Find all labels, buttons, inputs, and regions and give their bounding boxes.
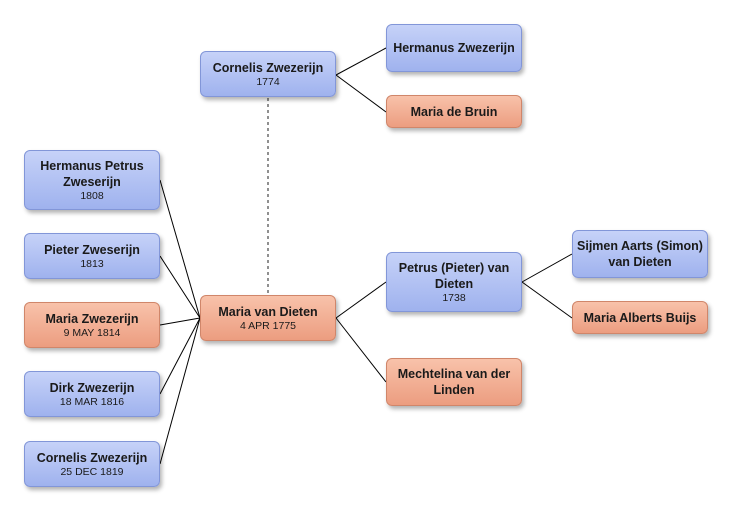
connector-maria-mechtelina — [335, 317, 387, 383]
person-mechtelina-van-der-linden[interactable]: Mechtelina van der Linden — [386, 358, 522, 406]
person-date: 25 DEC 1819 — [60, 466, 124, 478]
person-cornelis-zwezerijn-1774[interactable]: Cornelis Zwezerijn 1774 — [200, 51, 336, 97]
person-petrus-van-dieten[interactable]: Petrus (Pieter) van Dieten 1738 — [386, 252, 522, 312]
person-maria-zwezerijn[interactable]: Maria Zwezerijn 9 MAY 1814 — [24, 302, 160, 348]
person-date: 9 MAY 1814 — [63, 327, 121, 339]
person-sijmen-aarts-van-dieten[interactable]: Sijmen Aarts (Simon) van Dieten — [572, 230, 708, 278]
person-hermanus-petrus-zweserijn[interactable]: Hermanus Petrus Zweserijn 1808 — [24, 150, 160, 210]
connector-child-dirk — [159, 317, 201, 395]
person-date: 4 APR 1775 — [239, 320, 297, 332]
person-name: Cornelis Zwezerijn — [36, 451, 148, 465]
person-date: 1813 — [80, 258, 104, 270]
person-name: Maria Zwezerijn — [45, 312, 139, 326]
person-name: Mechtelina van der Linden — [397, 367, 511, 397]
person-name: Maria Alberts Buijs — [583, 310, 697, 325]
connector-cornelis-maria-bruin — [335, 74, 387, 113]
person-date: 1808 — [80, 190, 104, 202]
person-maria-alberts-buijs[interactable]: Maria Alberts Buijs — [572, 301, 708, 334]
connector-maria-petrus — [335, 281, 387, 319]
connector-petrus-buijs — [521, 281, 573, 319]
person-date: 18 MAR 1816 — [59, 396, 125, 408]
person-name: Pieter Zweserijn — [44, 243, 140, 257]
connector-child-pieter — [159, 255, 201, 319]
connector-child-maria — [159, 317, 201, 326]
person-name: Hermanus Petrus Zweserijn — [40, 159, 144, 189]
person-date: 1774 — [256, 76, 280, 88]
person-name: Sijmen Aarts (Simon) van Dieten — [577, 239, 703, 269]
person-name: Maria van Dieten — [218, 305, 318, 319]
person-name: Dirk Zwezerijn — [49, 381, 135, 395]
person-hermanus-zwezerijn[interactable]: Hermanus Zwezerijn — [386, 24, 522, 72]
person-name: Petrus (Pieter) van Dieten — [398, 261, 510, 291]
person-dirk-zwezerijn[interactable]: Dirk Zwezerijn 18 MAR 1816 — [24, 371, 160, 417]
connector-child-hermanus-petrus — [159, 179, 201, 319]
connector-petrus-sijmen — [521, 253, 573, 283]
connector-child-cornelis — [159, 317, 201, 465]
person-name: Cornelis Zwezerijn — [212, 61, 324, 75]
person-pieter-zweserijn[interactable]: Pieter Zweserijn 1813 — [24, 233, 160, 279]
person-date: 1738 — [442, 292, 466, 304]
person-name: Maria de Bruin — [410, 104, 498, 119]
person-name: Hermanus Zwezerijn — [393, 41, 515, 55]
person-maria-van-dieten[interactable]: Maria van Dieten 4 APR 1775 — [200, 295, 336, 341]
person-maria-de-bruin[interactable]: Maria de Bruin — [386, 95, 522, 128]
person-cornelis-zwezerijn-1819[interactable]: Cornelis Zwezerijn 25 DEC 1819 — [24, 441, 160, 487]
connector-cornelis-hermanus — [335, 47, 387, 76]
